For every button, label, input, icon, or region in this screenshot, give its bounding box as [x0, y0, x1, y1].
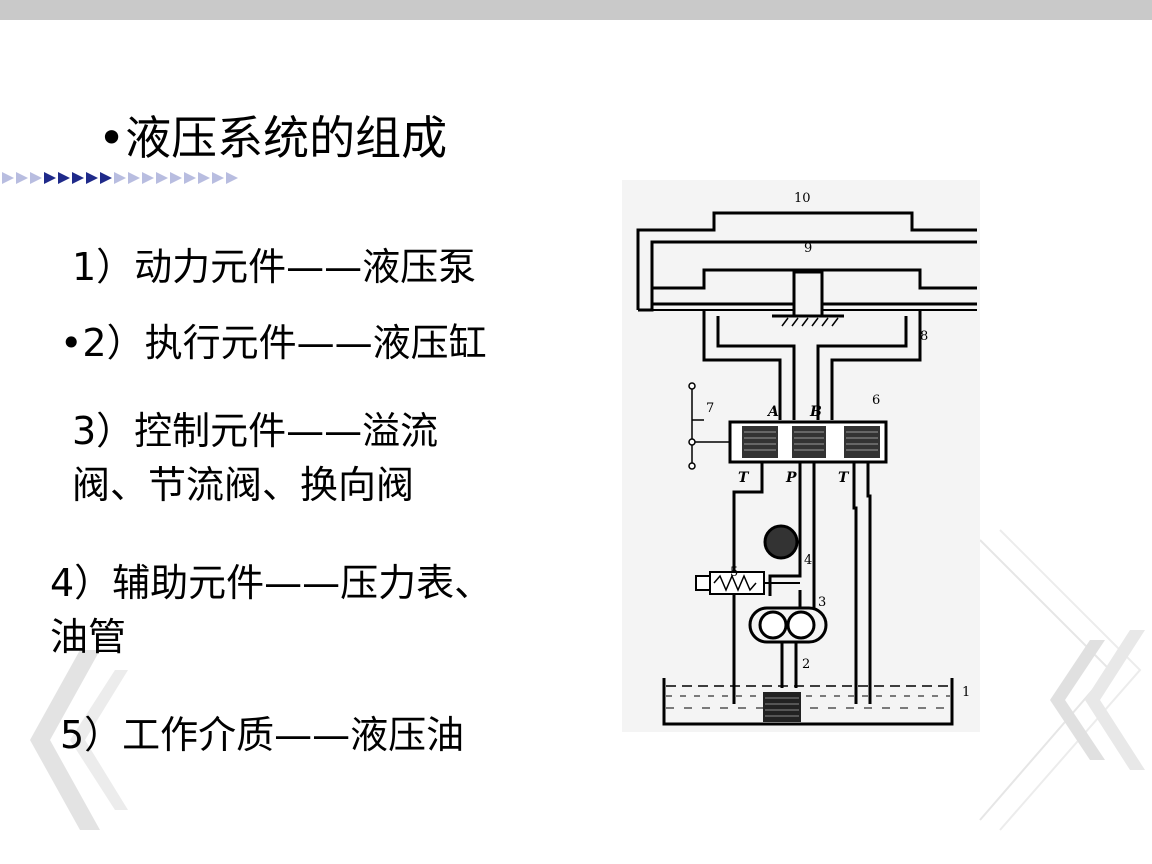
item-line: 阀、节流阀、换向阀 [72, 463, 415, 507]
item-line: 4）辅助元件——压力表、 [50, 561, 493, 605]
item-line: 3）控制元件——溢流 [72, 409, 439, 453]
arrow-icon [30, 172, 42, 184]
item-auxiliary: 4）辅助元件——压力表、 油管 [50, 556, 492, 664]
item-line: 5）工作介质——液压油 [60, 713, 465, 757]
label-5: 5 [730, 565, 738, 580]
item-line: 1）动力元件——液压泵 [72, 245, 477, 289]
arrow-icon [128, 172, 140, 184]
arrow-icon [86, 172, 98, 184]
item-line: •2）执行元件——液压缸 [60, 321, 487, 365]
port-p-label: P [785, 470, 797, 486]
label-4: 4 [804, 553, 812, 568]
arrow-icon [72, 172, 84, 184]
label-7: 7 [706, 401, 714, 416]
arrow-icon [142, 172, 154, 184]
label-9: 9 [804, 241, 812, 256]
arrow-icon [114, 172, 126, 184]
port-a-label: A [766, 404, 779, 420]
label-6: 6 [872, 393, 880, 408]
arrow-icon [184, 172, 196, 184]
port-t-left-label: T [738, 470, 750, 486]
label-1: 1 [962, 685, 970, 700]
item-actuator: •2）执行元件——液压缸 [60, 316, 487, 370]
chevron-decoration-icon [30, 650, 128, 830]
arrow-icon [16, 172, 28, 184]
item-medium: 5）工作介质——液压油 [60, 708, 464, 762]
arrow-icon [100, 172, 112, 184]
item-control: 3）控制元件——溢流 阀、节流阀、换向阀 [72, 404, 438, 512]
arrow-icon [170, 172, 182, 184]
port-t-right-label: T [838, 470, 850, 486]
label-2: 2 [802, 657, 810, 672]
arrow-icon [58, 172, 70, 184]
arrow-icon [198, 172, 210, 184]
arrow-icon [226, 172, 238, 184]
arrow-strip-icon [2, 172, 238, 184]
label-3: 3 [818, 595, 826, 610]
chevron-decoration-icon [979, 529, 1145, 831]
label-8: 8 [920, 329, 928, 344]
arrow-icon [44, 172, 56, 184]
port-b-label: B [809, 404, 822, 420]
arrow-icon [2, 172, 14, 184]
slide-title: •液压系统的组成 [98, 111, 448, 165]
arrow-icon [156, 172, 168, 184]
label-10: 10 [794, 191, 811, 206]
top-bar [0, 0, 1152, 20]
item-power: 1）动力元件——液压泵 [72, 240, 476, 294]
item-line: 油管 [50, 615, 127, 659]
arrow-icon [212, 172, 224, 184]
hydraulic-system-diagram: 10 9 8 7 6 5 4 3 2 1 A B T P T [622, 180, 980, 732]
